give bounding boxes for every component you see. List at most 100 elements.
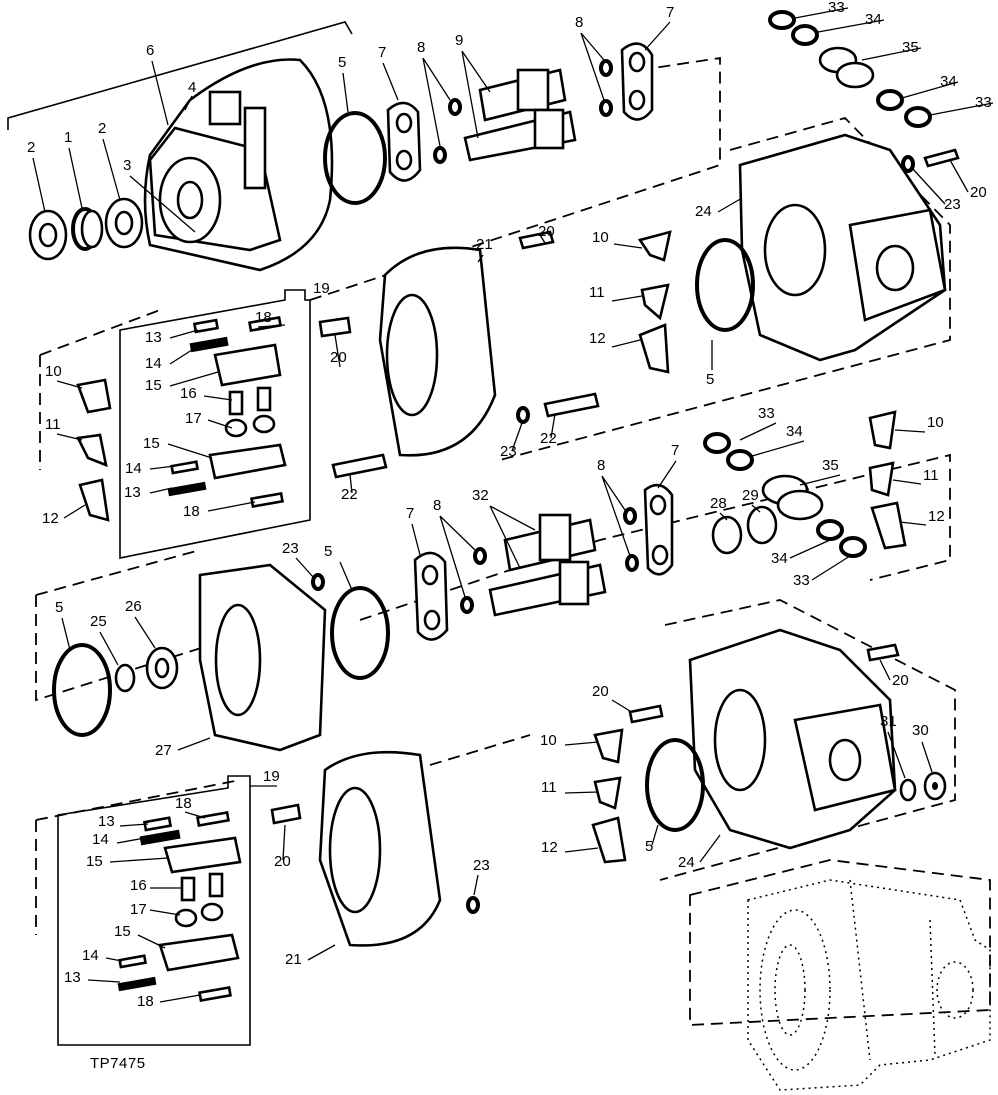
callout-3: 3 (123, 157, 131, 174)
callout-labels: 2 1 2 3 6 4 5 7 8 9 8 7 33 34 35 34 33 2… (27, 0, 992, 1010)
callout-4: 4 (188, 79, 196, 96)
callout-1: 1 (64, 129, 72, 146)
callout-23: 23 (500, 443, 517, 460)
callout-5: 5 (55, 599, 63, 616)
bearing-26 (145, 646, 179, 690)
seal-31 (899, 778, 917, 802)
callout-21: 21 (285, 951, 302, 968)
retaining-ring-25 (114, 663, 136, 693)
stud-22-left (331, 453, 388, 479)
mounting-flange-6 (143, 58, 334, 272)
body-21-upper (378, 246, 497, 457)
callout-16: 16 (130, 877, 147, 894)
callout-20: 20 (892, 672, 909, 689)
envelope-lower-right (659, 599, 956, 881)
clip-11-upper-left (76, 433, 108, 468)
seal-23-lower (466, 896, 480, 914)
clip-11-lower-right (593, 776, 622, 810)
callout-34: 34 (865, 11, 882, 28)
housing-24-top (738, 133, 947, 362)
seal-23-upper (516, 406, 530, 424)
callout-33: 33 (758, 405, 775, 422)
callout-12: 12 (42, 510, 59, 527)
callout-8: 8 (433, 497, 441, 514)
callout-30: 30 (912, 722, 929, 739)
callout-9: 9 (455, 32, 463, 49)
o-ring-5-right (695, 238, 755, 332)
callout-14: 14 (92, 831, 109, 848)
callout-23: 23 (282, 540, 299, 557)
top-bracket-line (7, 21, 353, 130)
callout-22: 22 (540, 430, 557, 447)
envelope-middle (35, 453, 951, 702)
callout-7: 7 (406, 505, 414, 522)
callout-33: 33 (975, 94, 992, 111)
dowel-pin-20-upper-left (318, 316, 352, 338)
callout-12: 12 (589, 330, 606, 347)
callout-8: 8 (575, 14, 583, 31)
nut-30 (923, 771, 947, 801)
callout-14: 14 (82, 947, 99, 964)
callout-7: 7 (671, 442, 679, 459)
callout-24: 24 (678, 854, 695, 871)
clip-12-middle-right (870, 501, 907, 550)
callout-20: 20 (592, 683, 609, 700)
seal-8-middle-right (623, 507, 639, 572)
seal-23-middle (311, 573, 325, 591)
envelope-lower-left (35, 734, 531, 935)
callout-18: 18 (137, 993, 154, 1010)
callout-11: 11 (45, 416, 61, 433)
callout-5: 5 (338, 54, 346, 71)
callout-28: 28 (710, 495, 727, 512)
relief-valve-upper-rings (768, 10, 932, 128)
leader-lines (32, 7, 994, 1003)
callout-14: 14 (125, 460, 142, 477)
callout-23: 23 (473, 857, 490, 874)
clip-11-upper-right (640, 283, 670, 321)
callout-2: 2 (98, 120, 106, 137)
callout-11: 11 (589, 284, 605, 301)
callout-2: 2 (27, 139, 35, 156)
callout-23: 23 (944, 196, 961, 213)
callout-15: 15 (86, 853, 103, 870)
wear-plate-7-middle-right (643, 483, 674, 576)
dowel-pin-20-top (923, 148, 960, 168)
callout-6: 6 (146, 42, 154, 59)
clip-10-upper-left (76, 378, 112, 414)
seal-23-top (901, 155, 915, 173)
callout-15: 15 (145, 377, 162, 394)
retaining-ring-1 (71, 207, 104, 251)
clip-11-middle-right (868, 461, 895, 497)
callout-19: 19 (263, 768, 280, 785)
callout-33: 33 (828, 0, 845, 16)
callout-13: 13 (124, 484, 141, 501)
callout-11: 11 (923, 467, 939, 484)
callout-15: 15 (114, 923, 131, 940)
callout-35: 35 (902, 39, 919, 56)
callout-21: 21 (476, 236, 493, 253)
callout-20: 20 (538, 223, 555, 240)
callout-8: 8 (597, 457, 605, 474)
callout-15: 15 (143, 435, 160, 452)
callout-18: 18 (175, 795, 192, 812)
gear-set-9 (463, 68, 577, 162)
callout-27: 27 (155, 742, 172, 759)
callout-8: 8 (417, 39, 425, 56)
body-21-lower (318, 750, 442, 947)
callout-10: 10 (45, 363, 62, 380)
gear-set-32 (488, 513, 607, 617)
wear-plate-7-top-right (620, 42, 654, 121)
callout-13: 13 (98, 813, 115, 830)
clip-10-upper-right (637, 230, 672, 262)
envelope-upper (39, 56, 951, 470)
dowel-pin-20-upper-mid (518, 230, 555, 250)
callout-26: 26 (125, 598, 142, 615)
callout-17: 17 (185, 410, 202, 427)
dowel-pin-20-lower-mid (628, 704, 664, 724)
o-ring-5-lower (645, 738, 705, 832)
assembly-outlines (7, 21, 991, 1026)
assembled-pump-outline (747, 879, 991, 1091)
callout-5: 5 (645, 838, 653, 855)
seal-8-top-left (433, 98, 462, 164)
wear-plate-7-top-left (386, 101, 422, 182)
